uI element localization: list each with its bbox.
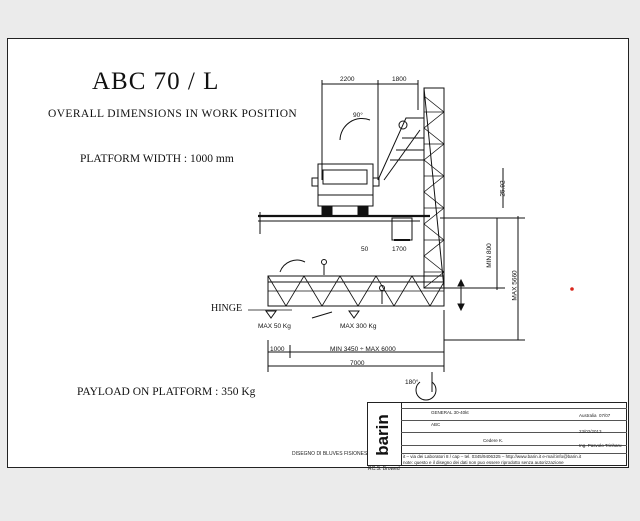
drawing-title: ABC 70 / L (92, 68, 220, 95)
dim-50: 50 (361, 246, 369, 253)
tb-footer1: it – via dei Laboratori 8 / cap – tel. 0… (403, 454, 582, 459)
tb-eng: Ing. Pasvolo Trinharu (579, 443, 622, 448)
drawing-subtitle: OVERALL DIMENSIONS IN WORK POSITION (48, 108, 298, 120)
load-max300: MAX 300 Kg (340, 323, 377, 330)
drawing-note: DISEGNO DI BLUVES FISIONESCANTE (292, 451, 385, 457)
tb-revision: 07/07 (599, 413, 611, 418)
load-max50: MAX 50 Kg (258, 323, 291, 330)
red-mark (570, 287, 574, 291)
tb-drawn: Australia (579, 413, 597, 418)
drawing-sheet (7, 38, 629, 468)
dim-1700: 1700 (392, 246, 407, 253)
dim-min800: MIN 800 (485, 243, 493, 268)
platform-width-label: PLATFORM WIDTH : 1000 mm (80, 153, 234, 165)
dim-1000: 1000 (270, 346, 285, 353)
dim-2592: 25.92 (499, 180, 507, 197)
truck-wheel-left (321, 205, 333, 217)
title-block: barin GENERAL 30-40kt ABC Australia 07/0… (367, 402, 627, 466)
dim-7000: 7000 (350, 360, 365, 367)
tb-footer2: note: questo e il disegno dei dati non p… (403, 460, 564, 465)
payload-label: PAYLOAD ON PLATFORM : 350 Kg (77, 386, 256, 398)
barin-logo: barin (368, 403, 402, 465)
dim-max5660: MAX 5660 (511, 270, 519, 301)
dim-angle-bottom: 180° (405, 379, 419, 386)
dim-1800: 1800 (392, 76, 407, 83)
tb-row3: Cedere K. (483, 438, 504, 443)
dim-2200: 2200 (340, 76, 355, 83)
logo-text: barin (372, 414, 392, 456)
hinge-label: HINGE (211, 303, 243, 314)
tb-date: 23/02/2013 (579, 429, 602, 434)
truck-wheel-right (357, 205, 369, 217)
tb-row1: GENERAL 30-40kt (431, 410, 469, 415)
vertical-tower (423, 87, 445, 289)
dim-min-max: MIN 3450 ÷ MAX 6000 (330, 346, 396, 353)
dim-angle-top: 90° (353, 112, 363, 119)
tb-row2: ABC (431, 422, 441, 427)
signature-note: RC.S. Browed (368, 466, 400, 472)
